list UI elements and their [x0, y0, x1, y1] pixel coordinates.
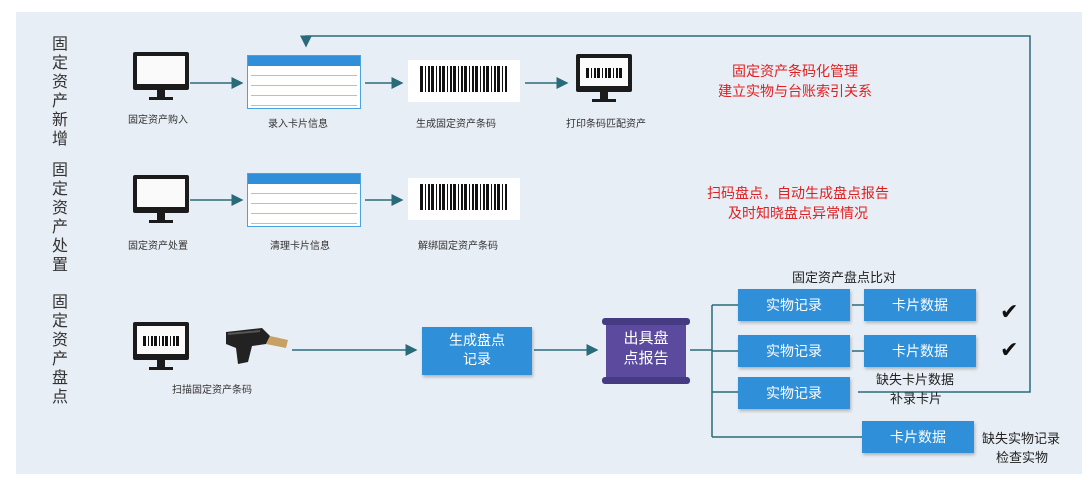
- caption-clear-card: 清理卡片信息: [270, 241, 330, 252]
- card-data-box-3: 卡片数据: [862, 421, 974, 453]
- compare-title: 固定资产盘点比对: [792, 271, 897, 286]
- report-line2: 点报告: [623, 349, 669, 367]
- barcode-icon: [408, 60, 520, 102]
- card-icon: [247, 55, 361, 109]
- card-data-box-1: 卡片数据: [864, 289, 976, 321]
- monitor-barcode-icon: [576, 54, 632, 102]
- caption-generate-barcode: 生成固定资产条码: [416, 119, 496, 130]
- physical-record-box-2: 实物记录: [738, 335, 850, 367]
- caption-purchase: 固定资产购入: [128, 115, 188, 126]
- card-data-box-2: 卡片数据: [864, 335, 976, 367]
- missing-physical-line2: 检查实物: [996, 451, 1049, 466]
- report-line1: 出具盘: [623, 329, 669, 347]
- generate-record-line2: 记录: [463, 352, 491, 368]
- red-note-row2-line1: 扫码盘点，自动生成盘点报告: [707, 186, 889, 202]
- monitor-barcode-icon: [133, 322, 189, 370]
- check-icon-1: ✔: [1000, 300, 1019, 325]
- caption-print-barcode: 打印条码匹配资产: [566, 119, 646, 130]
- caption-unbind-barcode: 解绑固定资产条码: [418, 241, 498, 252]
- barcode-icon: [408, 178, 520, 220]
- barcode-scanner-icon: [222, 326, 292, 366]
- physical-record-box-3: 实物记录: [738, 377, 850, 409]
- section-label-dispose: 固定资产处置: [51, 160, 68, 274]
- red-note-row2-line2: 及时知晓盘点异常情况: [728, 206, 868, 222]
- generate-record-line1: 生成盘点: [449, 333, 505, 349]
- monitor-icon: [133, 175, 189, 223]
- monitor-icon: [133, 52, 189, 100]
- generate-record-box: 生成盘点 记录: [422, 327, 532, 375]
- caption-dispose: 固定资产处置: [128, 241, 188, 252]
- report-scroll-icon: 出具盘 点报告: [602, 318, 690, 384]
- red-note-row1-line1: 固定资产条码化管理: [732, 64, 858, 80]
- feedback-loop-line: [300, 35, 1031, 393]
- card-icon: [247, 173, 361, 227]
- missing-card-line2: 补录卡片: [890, 392, 943, 407]
- caption-enter-card: 录入卡片信息: [268, 119, 328, 130]
- check-icon-2: ✔: [1000, 338, 1019, 363]
- section-label-add: 固定资产新增: [51, 34, 68, 148]
- missing-physical-line1: 缺失实物记录: [982, 432, 1061, 447]
- diagram-panel: [16, 12, 1082, 474]
- physical-record-box-1: 实物记录: [738, 289, 850, 321]
- red-note-row1-line2: 建立实物与台账索引关系: [718, 84, 872, 100]
- missing-card-line1: 缺失卡片数据: [876, 373, 955, 388]
- caption-scan: 扫描固定资产条码: [172, 385, 252, 396]
- section-label-inventory: 固定资产盘点: [51, 292, 68, 406]
